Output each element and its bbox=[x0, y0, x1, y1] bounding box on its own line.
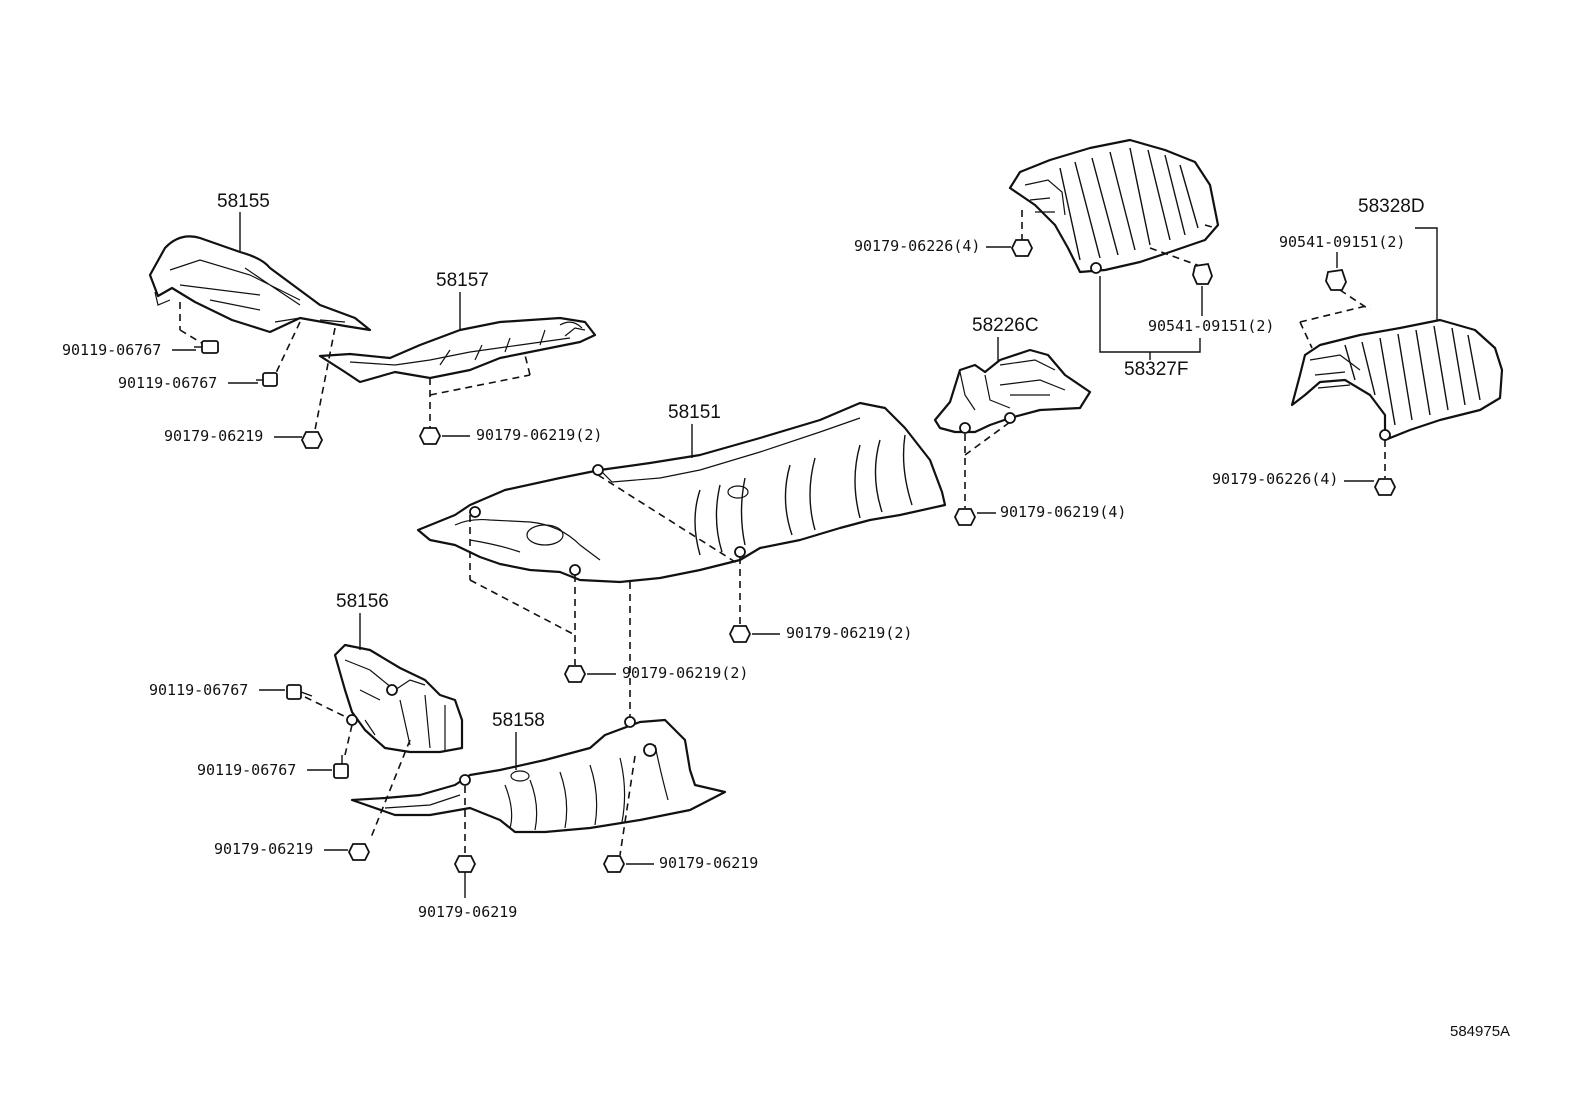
nut-icon bbox=[453, 855, 477, 873]
bolt-icon bbox=[286, 684, 313, 700]
label-58157: 58157 bbox=[436, 270, 489, 291]
nut-icon bbox=[418, 427, 442, 445]
part-58157-insulator bbox=[318, 316, 597, 384]
leader-58327F-bracket bbox=[1099, 276, 1201, 353]
dash-58156-a bbox=[304, 696, 349, 719]
dash-58155-b bbox=[179, 329, 206, 346]
dash-58327F-c bbox=[1204, 224, 1217, 229]
label-90179-06219-e: 90179-06219 bbox=[418, 903, 517, 921]
label-90179-06219-2b: 90179-06219(2) bbox=[786, 624, 912, 642]
label-90119-06767-b: 90119-06767 bbox=[118, 374, 217, 392]
part-58155-insulator bbox=[148, 235, 372, 334]
label-90179-06219-2a: 90179-06219(2) bbox=[476, 426, 602, 444]
nut-icon bbox=[300, 431, 324, 449]
label-90179-06219-f: 90179-06219 bbox=[659, 854, 758, 872]
label-90179-06219-a: 90179-06219 bbox=[164, 427, 263, 445]
dash-58157-c bbox=[524, 354, 531, 376]
illustration-code: 584975A bbox=[1450, 1023, 1510, 1040]
label-90179-06219-4: 90179-06219(4) bbox=[1000, 503, 1126, 521]
dash-58327F-b bbox=[1149, 247, 1201, 267]
dash-58158-b bbox=[619, 755, 636, 856]
label-90119-06767-c: 90119-06767 bbox=[149, 681, 248, 699]
dash-58156-b bbox=[344, 724, 353, 756]
label-58327F: 58327F bbox=[1124, 359, 1188, 380]
dash-58156-c bbox=[369, 739, 411, 841]
label-58226C: 58226C bbox=[972, 315, 1039, 336]
nut-icon bbox=[563, 665, 587, 683]
label-90119-06767-a: 90119-06767 bbox=[62, 341, 161, 359]
clip-icon bbox=[1192, 262, 1213, 285]
part-58226C-insulator bbox=[933, 348, 1092, 434]
nut-icon bbox=[953, 508, 977, 526]
label-58151: 58151 bbox=[668, 402, 721, 423]
nut-icon bbox=[1373, 478, 1397, 496]
bolt-icon bbox=[256, 372, 278, 387]
leader-58328D bbox=[1415, 227, 1438, 320]
clip-icon bbox=[1325, 269, 1347, 291]
dash-58157-b bbox=[429, 374, 531, 396]
dash-58226C-b bbox=[964, 421, 1011, 456]
label-58156: 58156 bbox=[336, 591, 389, 612]
nut-icon bbox=[1010, 239, 1034, 257]
dash-58328D-c bbox=[1299, 321, 1313, 349]
label-90179-06219-d: 90179-06219 bbox=[214, 840, 313, 858]
label-90179-06226-4b: 90179-06226(4) bbox=[1212, 470, 1338, 488]
label-90119-06767-d: 90119-06767 bbox=[197, 761, 296, 779]
part-58156-insulator bbox=[333, 643, 464, 754]
part-58328D-insulator bbox=[1290, 318, 1504, 442]
bolt-icon bbox=[333, 755, 349, 779]
dash-58155-c bbox=[274, 321, 301, 376]
part-58158-insulator bbox=[350, 716, 727, 834]
part-58327F-insulator bbox=[1008, 138, 1220, 274]
nut-icon bbox=[347, 843, 371, 861]
dash-58151-c bbox=[597, 474, 741, 566]
label-90541-09151-2b: 90541-09151(2) bbox=[1279, 233, 1405, 251]
bolt-icon bbox=[194, 340, 219, 354]
dash-58328D-a bbox=[1339, 289, 1371, 311]
dash-58151-b bbox=[469, 579, 576, 636]
label-90541-09151-2a: 90541-09151(2) bbox=[1148, 317, 1274, 335]
nut-icon bbox=[728, 625, 752, 643]
label-58328D: 58328D bbox=[1358, 196, 1425, 217]
nut-icon bbox=[602, 855, 626, 873]
label-58158: 58158 bbox=[492, 710, 545, 731]
part-58151-insulator bbox=[416, 401, 947, 584]
dash-58328D-b bbox=[1299, 304, 1371, 323]
label-58155: 58155 bbox=[217, 191, 270, 212]
label-90179-06219-2c: 90179-06219(2) bbox=[622, 664, 748, 682]
label-90179-06226-4a: 90179-06226(4) bbox=[854, 237, 980, 255]
dash-58155-d bbox=[314, 327, 336, 431]
